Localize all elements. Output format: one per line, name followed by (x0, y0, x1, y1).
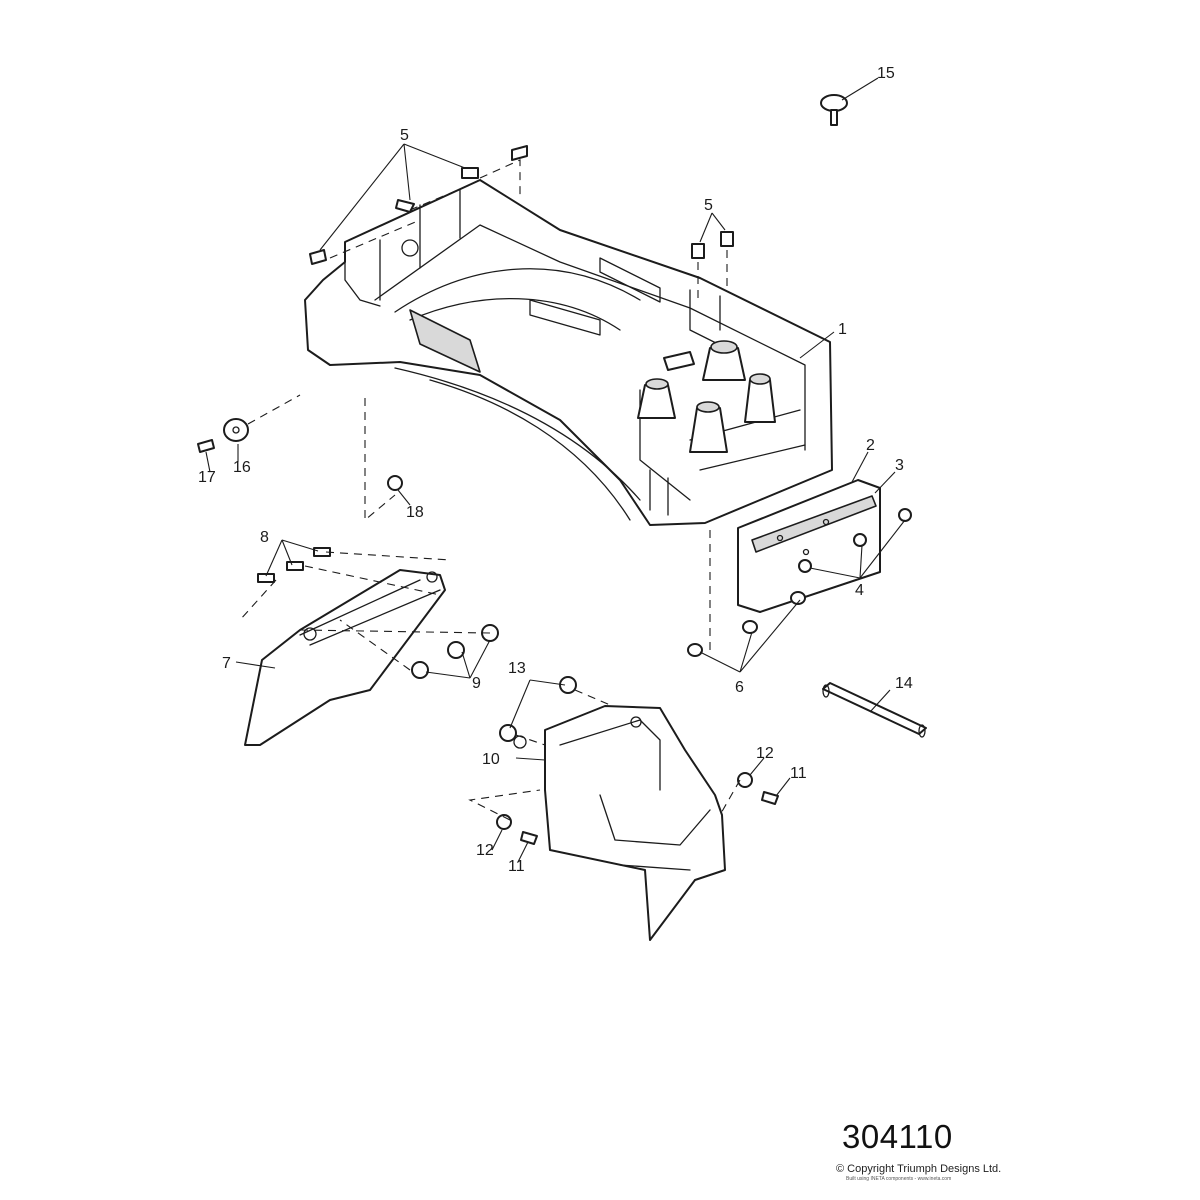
callout-18: 18 (406, 504, 424, 521)
callout-13: 13 (508, 660, 526, 677)
number-plate-bracket-part (751, 495, 877, 556)
build-note: Built using INETA components - www.ineta… (846, 1176, 952, 1182)
callout-7: 7 (222, 655, 231, 672)
callout-4: 4 (855, 582, 864, 599)
diagram-code: 304110 (842, 1118, 953, 1155)
hugger-part (244, 569, 446, 746)
callout-14: 14 (895, 675, 913, 692)
copyright-notice: © Copyright Triumph Designs Ltd. (836, 1163, 1002, 1175)
rear-mudguard-part (304, 179, 833, 526)
callout-5-right: 5 (704, 197, 713, 214)
callout-2: 2 (866, 437, 875, 454)
plate-nut-parts (798, 508, 912, 573)
callout-11-right: 11 (790, 765, 807, 782)
callout-6: 6 (735, 679, 744, 696)
washer-parts (687, 591, 806, 657)
callout-10: 10 (482, 751, 500, 768)
callout-11-left: 11 (508, 858, 525, 875)
push-rivet-part (820, 94, 848, 126)
callout-12-left: 12 (476, 842, 494, 859)
callout-12-right: 12 (756, 745, 774, 762)
mudguard-fixings (197, 418, 403, 491)
callout-16: 16 (233, 459, 251, 476)
callout-3: 3 (895, 457, 904, 474)
callout-15: 15 (877, 65, 895, 82)
screw-parts (309, 145, 734, 265)
callout-1: 1 (838, 321, 847, 338)
callout-8: 8 (260, 529, 269, 546)
battery-tray-part (513, 705, 726, 941)
callout-5-top: 5 (400, 127, 409, 144)
assembly-lines (239, 159, 741, 821)
battery-strap-part (822, 682, 927, 738)
callout-9: 9 (472, 675, 481, 692)
callout-labels: 5 5 1 2 3 4 6 7 8 9 10 11 11 12 12 13 14… (198, 65, 913, 875)
callout-17: 17 (198, 469, 216, 486)
hugger-bolt-parts (257, 547, 499, 679)
leader-lines (205, 77, 906, 863)
